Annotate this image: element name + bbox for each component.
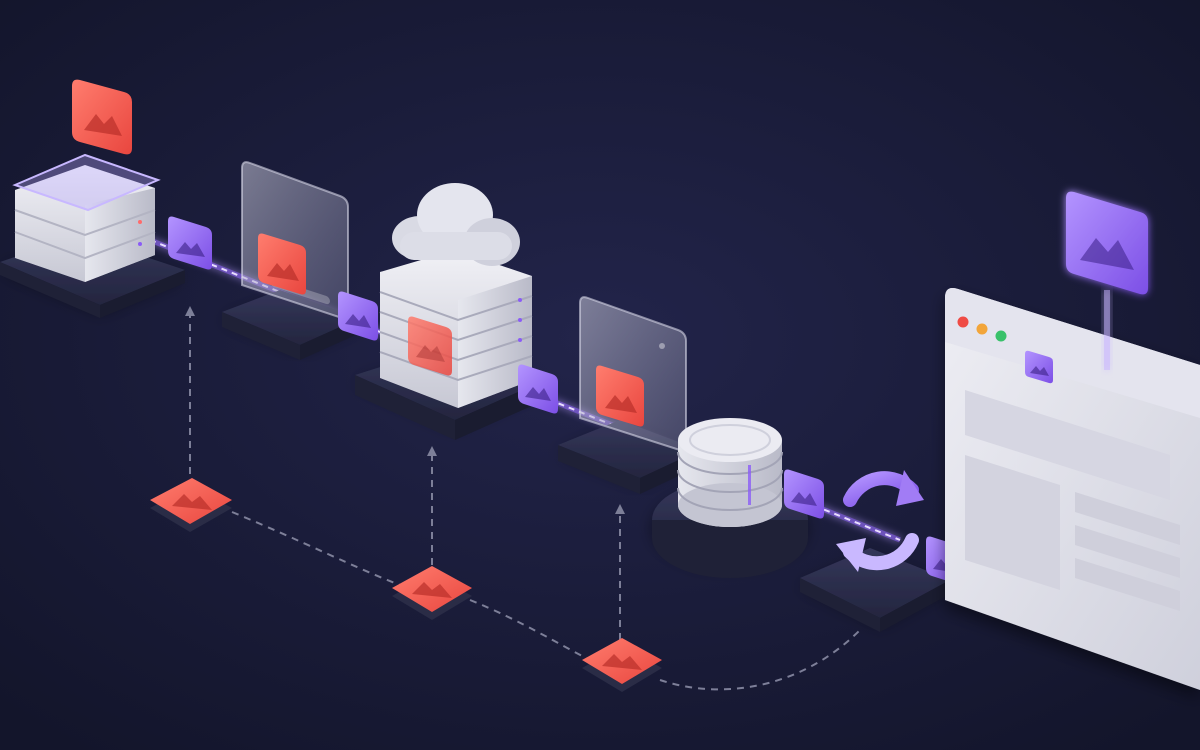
cloud-icon (392, 183, 520, 266)
upload-server-node (0, 79, 185, 318)
flow-image-tile (518, 364, 558, 414)
image-icon (596, 365, 644, 427)
browser-tab-icon (1025, 350, 1053, 384)
image-icon (1066, 191, 1148, 295)
browser-maximize-dot (995, 330, 1007, 342)
browser-window-node (945, 191, 1200, 690)
refresh-icon (836, 470, 924, 572)
browser-close-dot (957, 316, 969, 328)
flow-image-tile (338, 291, 378, 341)
flow-image-tile (168, 216, 212, 270)
sync-process-node (800, 470, 950, 632)
cached-image-tile (582, 638, 662, 692)
arrowheads (185, 306, 625, 514)
flow-image-tile (784, 469, 824, 519)
fallback-dashed-lines (189, 310, 861, 691)
storage-database-node (652, 418, 808, 578)
cached-image-tile (392, 566, 472, 620)
image-icon (408, 316, 452, 376)
image-icon (72, 79, 132, 155)
transform-panel-node-2 (558, 296, 700, 494)
browser-minimize-dot (976, 323, 988, 335)
database-icon (677, 418, 783, 527)
cached-image-tile (150, 478, 232, 532)
image-icon (258, 233, 306, 295)
